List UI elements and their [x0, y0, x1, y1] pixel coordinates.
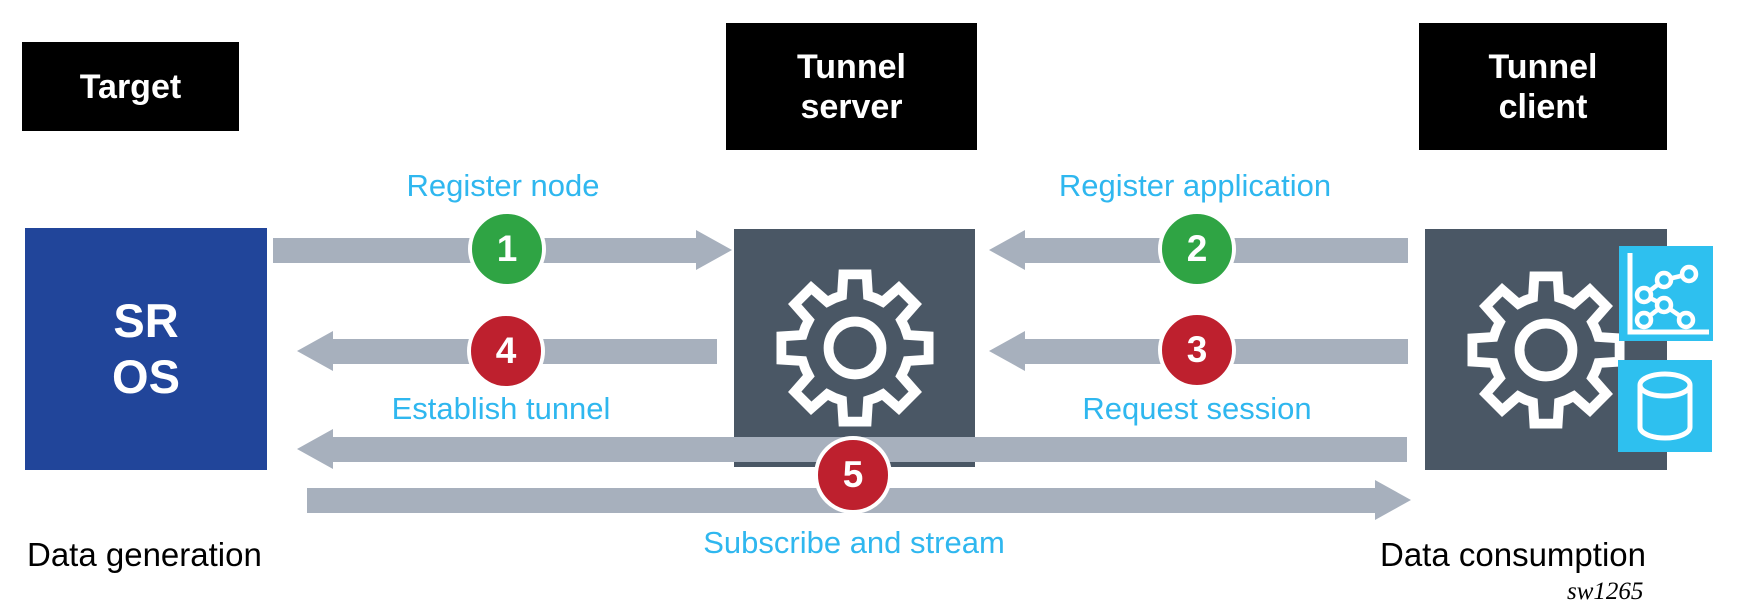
step-2-label: Register application: [1058, 168, 1332, 203]
sros-node: SR OS: [25, 228, 267, 470]
tunnel-client-title-line2: client: [1498, 87, 1588, 126]
arrow-5-head-left: [297, 429, 333, 469]
figure-id: sw1265: [1567, 578, 1644, 605]
data-generation-caption: Data generation: [27, 536, 262, 573]
step-5-badge: 5: [814, 436, 892, 514]
step-4-label: Establish tunnel: [391, 391, 611, 426]
tunnel-server-title-box: Tunnel server: [726, 23, 977, 150]
tunnel-server-title-line1: Tunnel: [797, 47, 906, 86]
step-4-badge: 4: [467, 312, 545, 390]
arrow-1-head-right: [696, 230, 732, 270]
step-2-number: 2: [1186, 228, 1208, 269]
arrow-4-head-left: [297, 331, 333, 371]
database-icon: [1618, 360, 1712, 452]
tunnel-client-title-box: Tunnel client: [1419, 23, 1667, 150]
target-title: Target: [79, 67, 182, 106]
arrow-5-head-right: [1375, 480, 1411, 520]
step-5-number: 5: [842, 454, 864, 495]
step-1-label: Register node: [406, 168, 600, 203]
data-consumption-caption: Data consumption: [1380, 536, 1646, 573]
step-3-badge: 3: [1158, 311, 1236, 389]
step-1-badge: 1: [468, 210, 546, 288]
step-4-number: 4: [495, 330, 517, 371]
target-title-box: Target: [22, 42, 239, 131]
gear-icon: [1467, 271, 1625, 428]
step-3-label: Request session: [1082, 391, 1312, 426]
sros-label-line2: OS: [112, 350, 180, 403]
arrow-2-head-left: [989, 230, 1025, 270]
arrow-3-head-left: [989, 331, 1025, 371]
tunnel-server-title-line2: server: [800, 87, 903, 126]
step-1-number: 1: [496, 228, 518, 269]
step-2-badge: 2: [1158, 210, 1236, 288]
tunnel-server-node: [734, 229, 975, 467]
step-5-label: Subscribe and stream: [703, 525, 1005, 560]
sros-label-line1: SR: [113, 294, 179, 347]
step-3-number: 3: [1186, 329, 1208, 370]
tunnel-client-title-line1: Tunnel: [1488, 47, 1598, 86]
line-chart-icon: [1619, 246, 1713, 341]
gear-icon: [776, 269, 933, 427]
